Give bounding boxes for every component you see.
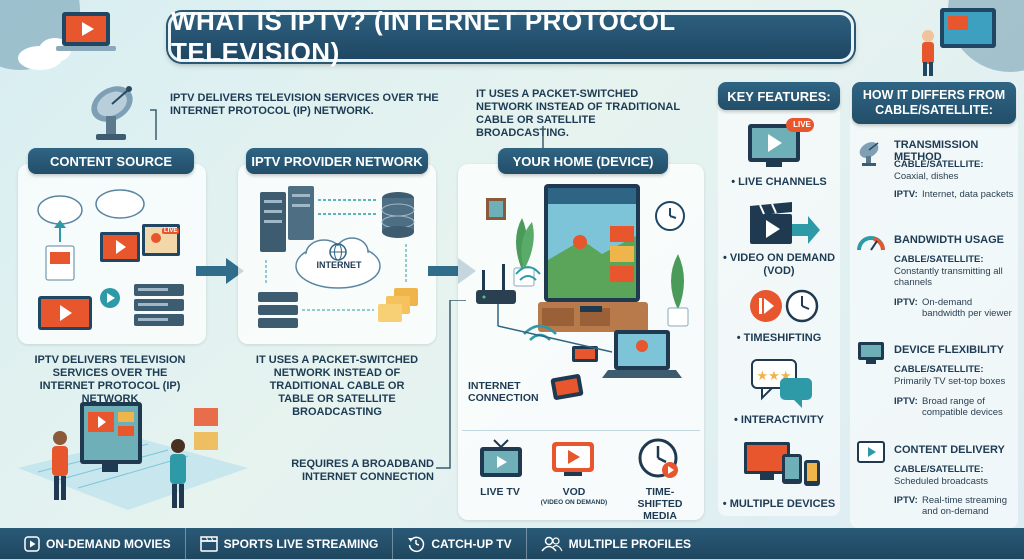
- live-channels-icon: [748, 118, 814, 167]
- satellite-dish-icon: [859, 142, 879, 166]
- bottom-item-on-demand-movies: ON-DEMAND MOVIES: [0, 528, 186, 559]
- users-icon: [541, 536, 563, 551]
- home-service-label: VOD: [562, 486, 586, 498]
- content-source-heading: CONTENT SOURCE: [28, 148, 194, 174]
- connector-line: [150, 109, 157, 140]
- key-feature-item: • MULTIPLE DEVICES: [722, 498, 836, 510]
- provider-network-illustration: [258, 186, 418, 328]
- content-delivery-icon: [857, 441, 885, 463]
- provider-network-heading: IPTV PROVIDER NETWORK: [246, 148, 428, 174]
- internet-cloud-label: INTERNET: [316, 260, 362, 270]
- difference-heading: BANDWIDTH USAGE: [894, 234, 1004, 246]
- content-source-illustration: [37, 189, 184, 330]
- key-feature-item: • TIMESHIFTING: [736, 332, 822, 344]
- home-services-strip: [462, 430, 700, 516]
- iptv-label: IPTV:: [894, 189, 918, 200]
- multiple-devices-icon: [744, 442, 820, 486]
- cable-text: Scheduled broadcasts: [894, 476, 989, 487]
- vod-play-icon: [552, 442, 594, 476]
- broadband-caption: REQUIRES A BROADBAND INTERNET CONNECTION: [291, 458, 434, 483]
- connector-line: [542, 126, 544, 148]
- intro-top-text: IPTV DELIVERS TELEVISION SERVICES OVER T…: [170, 92, 439, 117]
- bottom-item-sports-live: SPORTS LIVE STREAMING: [186, 528, 394, 559]
- cable-label: CABLE/SATELLITE:: [894, 254, 984, 265]
- difference-heading: TRANSMISSION METHOD: [894, 139, 979, 163]
- timeshifting-icon: [750, 289, 819, 323]
- differences-heading: HOW IT DIFFERS FROM CABLE/SATELLITE:: [852, 82, 1016, 124]
- bandwidth-gauge-icon: [857, 236, 885, 251]
- cable-label: CABLE/SATELLITE:: [894, 159, 984, 170]
- bottom-item-label: CATCH-UP TV: [431, 536, 512, 551]
- iptv-text: On-demand bandwidth per viewer: [922, 297, 1012, 319]
- laptop-cloud-illustration: [0, 0, 116, 70]
- people-watching-tv-illustration: [18, 402, 248, 510]
- key-features-heading: KEY FEATURES:: [718, 82, 840, 110]
- iptv-text: Internet, data packets: [922, 189, 1014, 200]
- cable-text: Primarily TV set-top boxes: [894, 376, 1006, 387]
- internet-connection-label: INTERNET CONNECTION: [468, 380, 539, 404]
- cable-text: Constantly transmitting all channels: [894, 266, 1003, 288]
- bottom-item-catch-up: CATCH-UP TV: [393, 528, 527, 559]
- live-badge: LIVE: [793, 120, 811, 129]
- tv-device-icon: [858, 342, 884, 364]
- home-service-label: LIVE TV: [480, 486, 520, 498]
- difference-heading: DEVICE FLEXIBILITY: [894, 344, 1005, 356]
- time-shift-clock-icon: [638, 438, 678, 478]
- bottom-item-multiple-profiles: MULTIPLE PROFILES: [527, 528, 705, 559]
- bottom-item-label: MULTIPLE PROFILES: [568, 536, 692, 551]
- network-top-text: IT USES A PACKET-SWITCHED NETWORK INSTEA…: [476, 88, 680, 139]
- your-home-heading: YOUR HOME (DEVICE): [498, 148, 668, 174]
- bottom-feature-bar: ON-DEMAND MOVIES SPORTS LIVE STREAMING C…: [0, 528, 1024, 559]
- interactivity-chat-icon: ★★★: [751, 359, 812, 408]
- rewind-clock-icon: [408, 536, 425, 552]
- clapper-icon: [199, 535, 218, 552]
- cable-label: CABLE/SATELLITE:: [894, 364, 984, 375]
- cable-text: Coaxial, dishes: [894, 171, 959, 182]
- difference-heading: CONTENT DELIVERY: [894, 444, 1005, 456]
- person-tv-illustration: [922, 0, 1024, 76]
- cable-label: CABLE/SATELLITE:: [894, 464, 984, 475]
- page-title: WHAT IS IPTV? (INTERNET PROTOCOL TELEVIS…: [168, 6, 854, 67]
- play-icon: [24, 535, 40, 552]
- connector-line: [436, 300, 466, 469]
- key-feature-item: • VIDEO ON DEMAND (VOD): [722, 252, 836, 277]
- live-badge: LIVE: [162, 228, 180, 234]
- home-service-sublabel: (VIDEO ON DEMAND): [540, 499, 608, 506]
- key-feature-item: • INTERACTIVITY: [733, 414, 825, 426]
- bottom-item-label: SPORTS LIVE STREAMING: [223, 536, 379, 551]
- home-living-room-illustration: [476, 184, 689, 400]
- bottom-item-label: ON-DEMAND MOVIES: [46, 536, 171, 551]
- live-tv-icon: [480, 439, 522, 477]
- iptv-label: IPTV:: [894, 396, 918, 407]
- iptv-label: IPTV:: [894, 495, 918, 506]
- iptv-text: Real-time streaming and on-demand: [922, 495, 1007, 517]
- iptv-label: IPTV:: [894, 297, 918, 308]
- home-service-label: TIME-SHIFTED MEDIA: [637, 486, 683, 522]
- satellite-dish-icon: [91, 86, 133, 140]
- provider-network-caption: IT USES A PACKET-SWITCHED NETWORK INSTEA…: [255, 354, 419, 418]
- video-on-demand-icon: [750, 202, 820, 244]
- key-feature-item: • LIVE CHANNELS: [731, 176, 827, 188]
- iptv-text: Broad range of compatible devices: [922, 396, 1003, 418]
- flow-arrow-icon: [196, 258, 244, 284]
